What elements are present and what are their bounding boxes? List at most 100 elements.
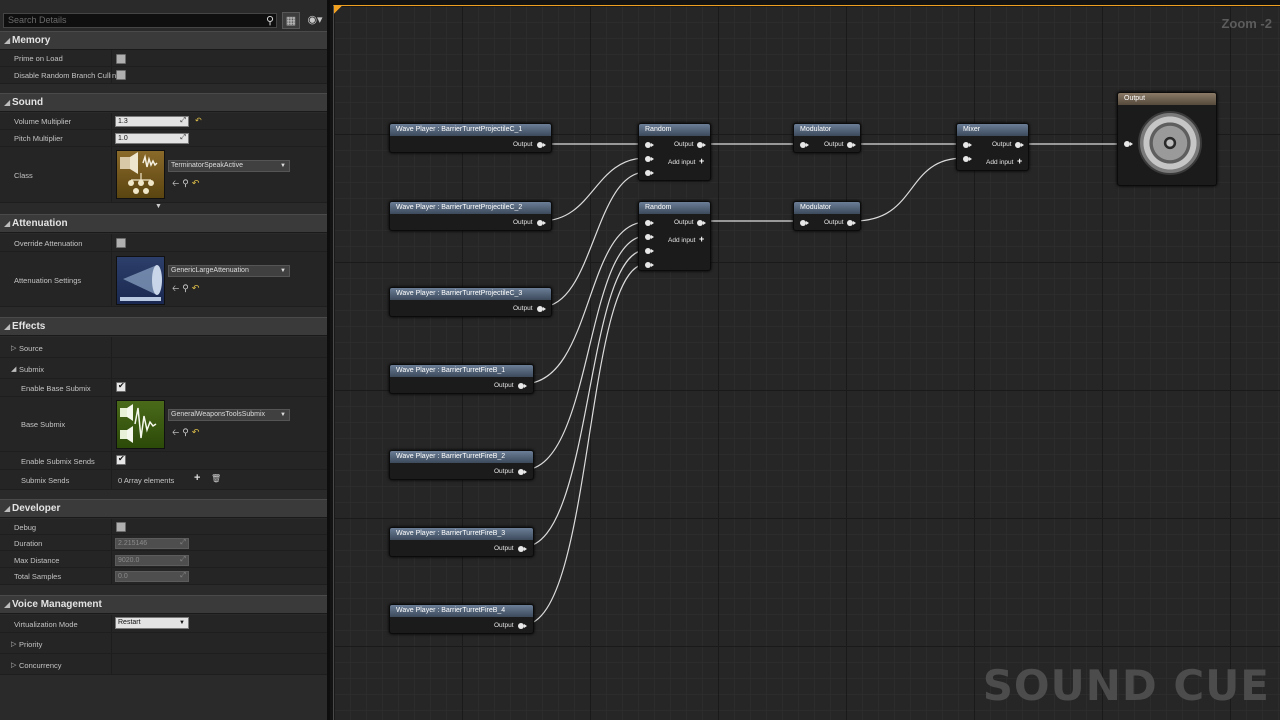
output-pin[interactable] xyxy=(518,383,527,389)
virtualization-mode-select[interactable]: Restart▼ xyxy=(115,617,189,629)
zoom-level: Zoom -2 xyxy=(1221,16,1272,31)
row-enable-submix-sends: Enable Submix Sends xyxy=(0,452,327,470)
browse-icon[interactable]: ⚲ xyxy=(182,283,192,293)
output-pin[interactable] xyxy=(697,220,706,226)
node-modulator[interactable]: Modulator Output xyxy=(793,201,861,231)
use-selected-icon[interactable]: 🡠 xyxy=(172,178,183,188)
input-pin[interactable] xyxy=(963,142,972,148)
input-pin[interactable] xyxy=(963,156,972,162)
debug-checkbox[interactable] xyxy=(116,522,126,532)
input-pin[interactable] xyxy=(645,142,654,148)
node-wave-player[interactable]: Wave Player : BarrierTurretFireB_2 Outpu… xyxy=(389,450,534,480)
input-pin[interactable] xyxy=(645,248,654,254)
input-pin[interactable] xyxy=(645,262,654,268)
expand-more-icon[interactable]: ▼ xyxy=(155,203,162,210)
output-pin[interactable] xyxy=(697,142,706,148)
row-class: Class TerminatorSpeakActive▼ 🡠⚲↶ ▼ xyxy=(0,147,327,210)
attenuation-thumbnail[interactable] xyxy=(116,256,165,305)
base-submix-dropdown[interactable]: GeneralWeaponsToolsSubmix▼ xyxy=(168,409,290,421)
node-mixer[interactable]: Mixer Output Add input + xyxy=(956,123,1029,171)
grid-view-icon[interactable]: ▦ xyxy=(282,12,300,29)
asset-ops: 🡠⚲↶ xyxy=(172,176,202,192)
add-input-icon[interactable]: + xyxy=(699,156,705,166)
enable-base-submix-checkbox[interactable] xyxy=(116,381,126,392)
prime-on-load-checkbox[interactable] xyxy=(116,54,126,64)
expanded-arrow-icon: ◢ xyxy=(11,366,17,373)
node-wave-player[interactable]: Wave Player : BarrierTurretFireB_1 Outpu… xyxy=(389,364,534,394)
reset-icon[interactable]: ↶ xyxy=(191,178,203,188)
sound-class-thumbnail[interactable] xyxy=(116,150,165,199)
sound-class-dropdown[interactable]: TerminatorSpeakActive▼ xyxy=(168,160,290,172)
output-pin[interactable] xyxy=(847,220,856,226)
output-pin[interactable] xyxy=(537,306,546,312)
node-random[interactable]: Random Output Add input + xyxy=(638,123,711,181)
category-voice-management[interactable]: ◢ Voice Management xyxy=(0,595,327,614)
output-pin[interactable] xyxy=(518,469,527,475)
pitch-multiplier-field[interactable]: 1.0⤢ xyxy=(115,133,189,144)
graph-watermark: SOUND CUE xyxy=(982,661,1270,710)
row-pitch: Pitch Multiplier 1.0⤢ xyxy=(0,130,327,147)
add-input-icon[interactable]: + xyxy=(699,234,705,244)
output-pin[interactable] xyxy=(847,142,856,148)
input-pin[interactable] xyxy=(800,142,809,148)
expand-arrow-icon: ◢ xyxy=(4,98,11,107)
node-wave-player[interactable]: Wave Player : BarrierTurretProjectileC_2… xyxy=(389,201,552,231)
row-submix[interactable]: ◢ Submix xyxy=(0,358,327,379)
browse-icon[interactable]: ⚲ xyxy=(182,427,192,437)
volume-multiplier-field[interactable]: 1.3⤢ xyxy=(115,116,189,127)
input-pin[interactable] xyxy=(645,156,654,162)
row-concurrency[interactable]: ▷ Concurrency xyxy=(0,654,327,675)
enable-submix-sends-checkbox[interactable] xyxy=(116,454,126,465)
input-pin[interactable] xyxy=(800,220,809,226)
output-pin[interactable] xyxy=(537,142,546,148)
attenuation-settings-dropdown[interactable]: GenericLargeAttenuation▼ xyxy=(168,265,290,277)
trash-icon[interactable]: 🗑 xyxy=(211,474,222,483)
node-wave-player[interactable]: Wave Player : BarrierTurretFireB_4 Outpu… xyxy=(389,604,534,634)
node-wave-player[interactable]: Wave Player : BarrierTurretProjectileC_3… xyxy=(389,287,552,317)
eye-icon[interactable]: ◉▾ xyxy=(307,14,323,26)
input-pin[interactable] xyxy=(645,170,654,176)
row-priority[interactable]: ▷ Priority xyxy=(0,633,327,654)
browse-icon[interactable]: ⚲ xyxy=(182,178,192,188)
category-effects[interactable]: ◢ Effects xyxy=(0,317,327,336)
input-pin[interactable] xyxy=(645,220,654,226)
output-pin[interactable] xyxy=(518,623,527,629)
use-selected-icon[interactable]: 🡠 xyxy=(172,283,183,293)
wire-wp3-random1 xyxy=(540,171,647,308)
row-source[interactable]: ▷ Source xyxy=(0,337,327,358)
reset-icon[interactable]: ↶ xyxy=(191,427,203,437)
search-details-input[interactable]: Search Details ⚲ xyxy=(3,13,277,28)
category-developer[interactable]: ◢ Developer xyxy=(0,499,327,518)
category-attenuation[interactable]: ◢ Attenuation xyxy=(0,214,327,233)
row-virtualization-mode: Virtualization Mode Restart▼ xyxy=(0,615,327,633)
use-selected-icon[interactable]: 🡠 xyxy=(172,427,183,437)
reset-icon[interactable]: ↶ xyxy=(191,283,203,293)
details-panel: Search Details ⚲ ▦ ◉▾ ◢ Memory Prime on … xyxy=(0,0,330,720)
duration-field: 2.215146⤢ xyxy=(115,538,189,549)
node-wave-player[interactable]: Wave Player : BarrierTurretFireB_3 Outpu… xyxy=(389,527,534,557)
input-pin[interactable] xyxy=(1124,141,1133,147)
row-max-distance: Max Distance 9020.0⤢ xyxy=(0,551,327,568)
output-pin[interactable] xyxy=(1015,142,1024,148)
row-submix-sends: Submix Sends 0 Array elements + 🗑 xyxy=(0,470,327,490)
node-wave-player[interactable]: Wave Player : BarrierTurretProjectileC_1… xyxy=(389,123,552,153)
node-random[interactable]: Random Output Add input + xyxy=(638,201,711,271)
disable-random-checkbox[interactable] xyxy=(116,70,126,80)
node-modulator[interactable]: Modulator Output xyxy=(793,123,861,153)
output-pin[interactable] xyxy=(537,220,546,226)
override-attenuation-checkbox[interactable] xyxy=(116,238,126,248)
wire-mod2-mixer xyxy=(853,157,965,222)
add-input-icon[interactable]: + xyxy=(1017,156,1023,166)
node-output[interactable]: Output xyxy=(1117,92,1217,186)
sound-cue-graph[interactable]: Zoom -2 SOUND CUE Wave Player : BarrierT… xyxy=(333,5,1280,720)
expand-arrow-icon: ◢ xyxy=(4,322,11,331)
add-element-icon[interactable]: + xyxy=(194,472,201,484)
submix-thumbnail[interactable] xyxy=(116,400,165,449)
reset-icon[interactable]: ↶ xyxy=(195,116,202,125)
output-pin[interactable] xyxy=(518,546,527,552)
input-pin[interactable] xyxy=(645,234,654,240)
category-memory[interactable]: ◢ Memory xyxy=(0,31,327,50)
expand-arrow-icon: ◢ xyxy=(4,504,11,513)
expand-arrow-icon: ◢ xyxy=(4,219,11,228)
category-sound[interactable]: ◢ Sound xyxy=(0,93,327,112)
